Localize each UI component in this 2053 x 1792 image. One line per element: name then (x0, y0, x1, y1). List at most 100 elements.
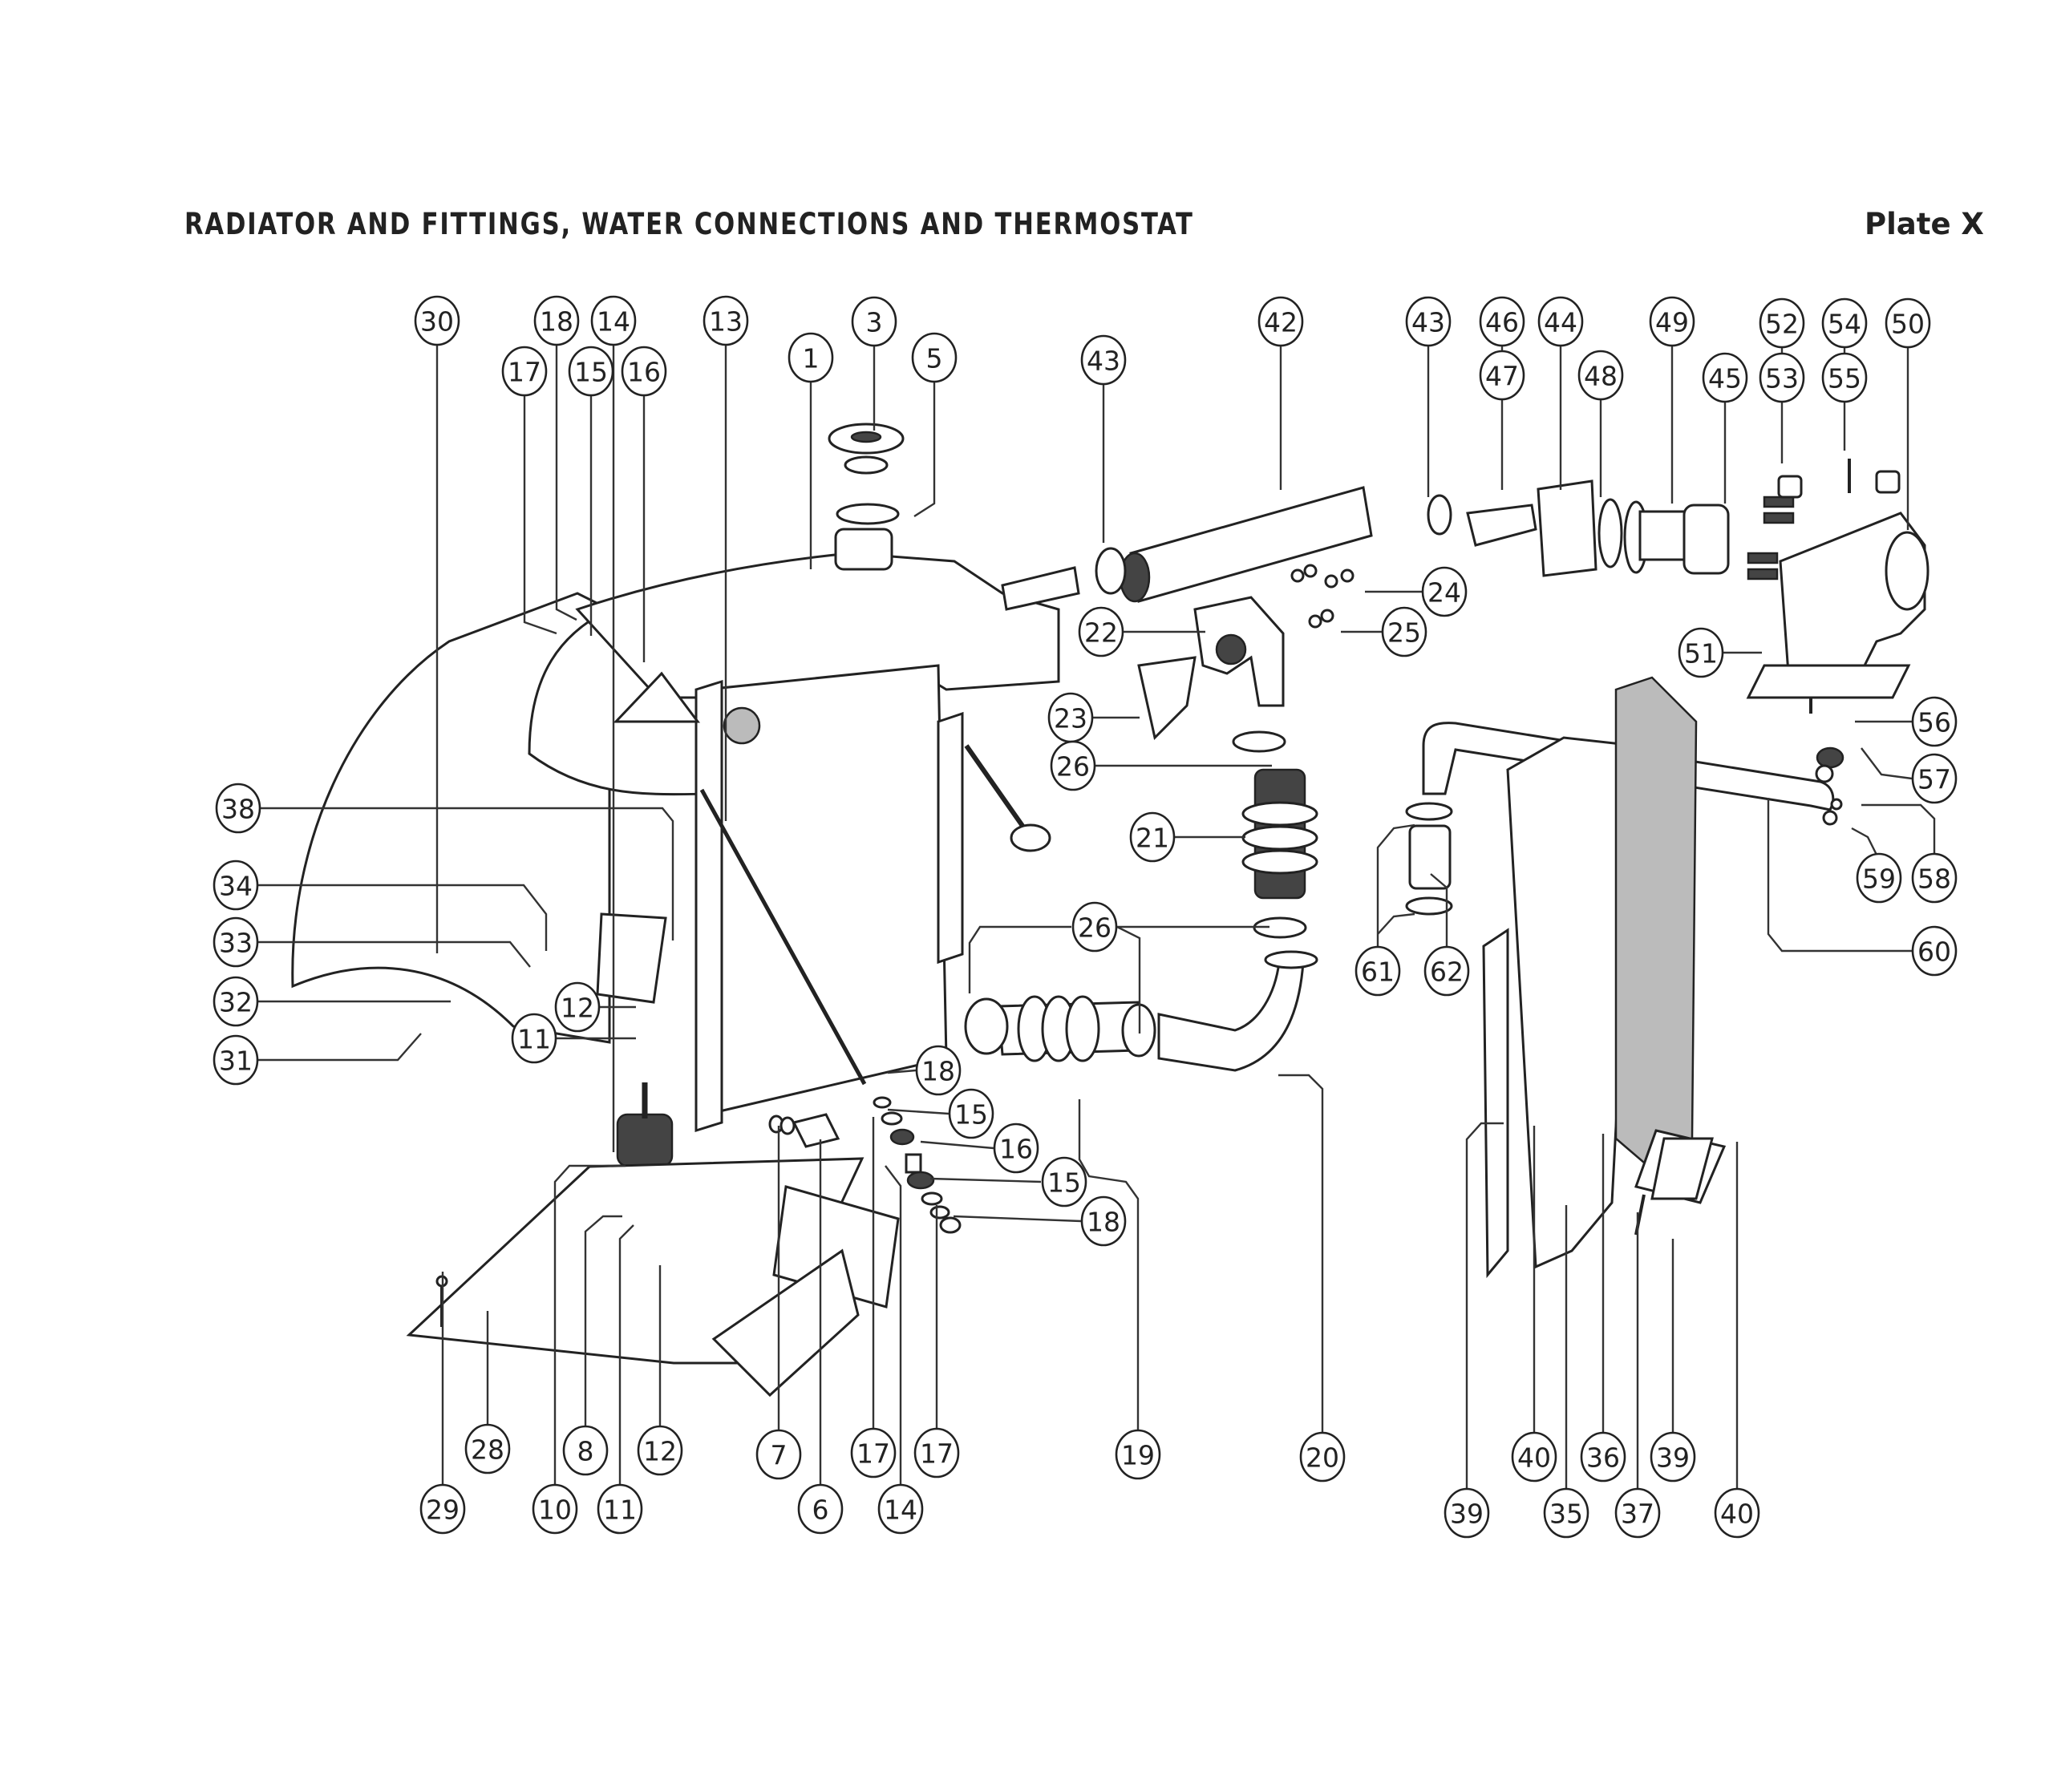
callout-number: 10 (538, 1495, 572, 1526)
callout-13: 13 (703, 295, 749, 346)
callout-30: 30 (414, 295, 460, 346)
callout-circle (850, 1427, 897, 1479)
callout-circle (1650, 1431, 1696, 1483)
callout-number: 62 (1430, 957, 1464, 988)
callout-44: 44 (1537, 296, 1584, 347)
callout-54: 54 (1821, 297, 1868, 349)
callout-number: 18 (1087, 1207, 1120, 1238)
leader-line (1078, 1099, 1140, 1436)
cowl-flange (1614, 676, 1698, 1164)
callout-number: 17 (508, 357, 541, 388)
callout-circle (1381, 606, 1427, 657)
callout-39: 39 (1444, 1487, 1490, 1539)
callout-number: 37 (1621, 1499, 1654, 1530)
callout-circle (1714, 1487, 1760, 1539)
callout-circle (213, 976, 259, 1027)
gasket (1137, 656, 1197, 740)
callout-number: 34 (219, 871, 253, 902)
callout-circle (1702, 352, 1748, 403)
leader-line (258, 940, 531, 968)
callout-11: 11 (597, 1483, 643, 1535)
callout-7: 7 (755, 1429, 802, 1480)
callout-18: 18 (915, 1045, 962, 1096)
radiator-side-frame (694, 679, 723, 1133)
callout-circle (533, 295, 580, 346)
leader-line (555, 339, 577, 621)
callout-8: 8 (562, 1425, 609, 1476)
callout-number: 16 (999, 1134, 1033, 1165)
callout-53: 53 (1759, 352, 1805, 403)
callout-39: 39 (1650, 1431, 1696, 1483)
callout-circle (1856, 852, 1902, 904)
callout-number: 17 (856, 1438, 890, 1470)
callout-number: 47 (1485, 361, 1519, 392)
callout-number: 29 (426, 1495, 460, 1526)
callout-18: 18 (533, 295, 580, 346)
callout-circle (1678, 627, 1724, 678)
callout-3: 3 (851, 296, 897, 347)
bottom-water-pipe (1157, 961, 1305, 1072)
callout-number: 33 (219, 928, 253, 959)
callout-number: 45 (1708, 363, 1742, 394)
callout-number: 22 (1084, 617, 1118, 649)
callout-31: 31 (213, 1034, 259, 1086)
callout-14: 14 (590, 295, 637, 346)
leader-line (261, 807, 674, 940)
callout-circle (1821, 352, 1868, 403)
callout-circle (1911, 925, 1958, 977)
callout-circle (1911, 753, 1958, 804)
leader-line (1851, 827, 1881, 860)
callout-number: 14 (597, 306, 630, 338)
side-panel (1482, 928, 1509, 1279)
bracket (1650, 1137, 1714, 1200)
callout-circle (1759, 297, 1805, 349)
outlet-base-plate (1746, 664, 1911, 699)
callout-10: 10 (532, 1483, 578, 1535)
callout-40: 40 (1511, 1431, 1557, 1483)
callout-number: 40 (1720, 1499, 1754, 1530)
callout-52: 52 (1759, 297, 1805, 349)
callout-number: 26 (1056, 751, 1090, 783)
callout-59: 59 (1856, 852, 1902, 904)
callout-number: 51 (1684, 638, 1718, 669)
callout-circle (1299, 1431, 1346, 1483)
callout-number: 28 (471, 1434, 504, 1466)
callout-circle (1577, 350, 1624, 401)
callout-58: 58 (1911, 852, 1958, 904)
leader-line (1861, 747, 1913, 780)
callout-number: 54 (1828, 309, 1861, 340)
callout-12: 12 (554, 981, 601, 1033)
callout-circle (637, 1425, 683, 1476)
callout-number: 15 (574, 357, 608, 388)
callout-35: 35 (1543, 1487, 1589, 1539)
callout-circle (414, 295, 460, 346)
callout-49: 49 (1649, 296, 1695, 347)
callout-38: 38 (215, 783, 261, 834)
callout-number: 36 (1586, 1442, 1620, 1474)
callout-number: 56 (1917, 707, 1951, 738)
callout-circle (562, 1425, 609, 1476)
callout-circle (1050, 740, 1096, 791)
callout-circle (1423, 945, 1470, 997)
cap-washer (836, 503, 900, 525)
callout-circle (597, 1483, 643, 1535)
callout-47: 47 (1479, 350, 1525, 401)
callout-number: 8 (577, 1436, 594, 1467)
leader-line (258, 1033, 422, 1062)
callout-circle (1759, 352, 1805, 403)
callout-circle (213, 860, 259, 911)
callout-61: 61 (1354, 945, 1401, 997)
callout-25: 25 (1381, 606, 1427, 657)
leader-line (1278, 1074, 1324, 1438)
callout-14: 14 (877, 1483, 924, 1535)
callout-circle (213, 1034, 259, 1086)
callout-22: 22 (1078, 606, 1124, 657)
callout-50: 50 (1885, 297, 1931, 349)
callout-circle (1511, 1431, 1557, 1483)
callout-circle (1911, 852, 1958, 904)
callout-circle (1080, 334, 1127, 386)
plate-number: Plate X (1865, 207, 1984, 241)
callout-15: 15 (1041, 1156, 1087, 1207)
callout-circle (1479, 296, 1525, 347)
callout-number: 6 (812, 1495, 829, 1526)
